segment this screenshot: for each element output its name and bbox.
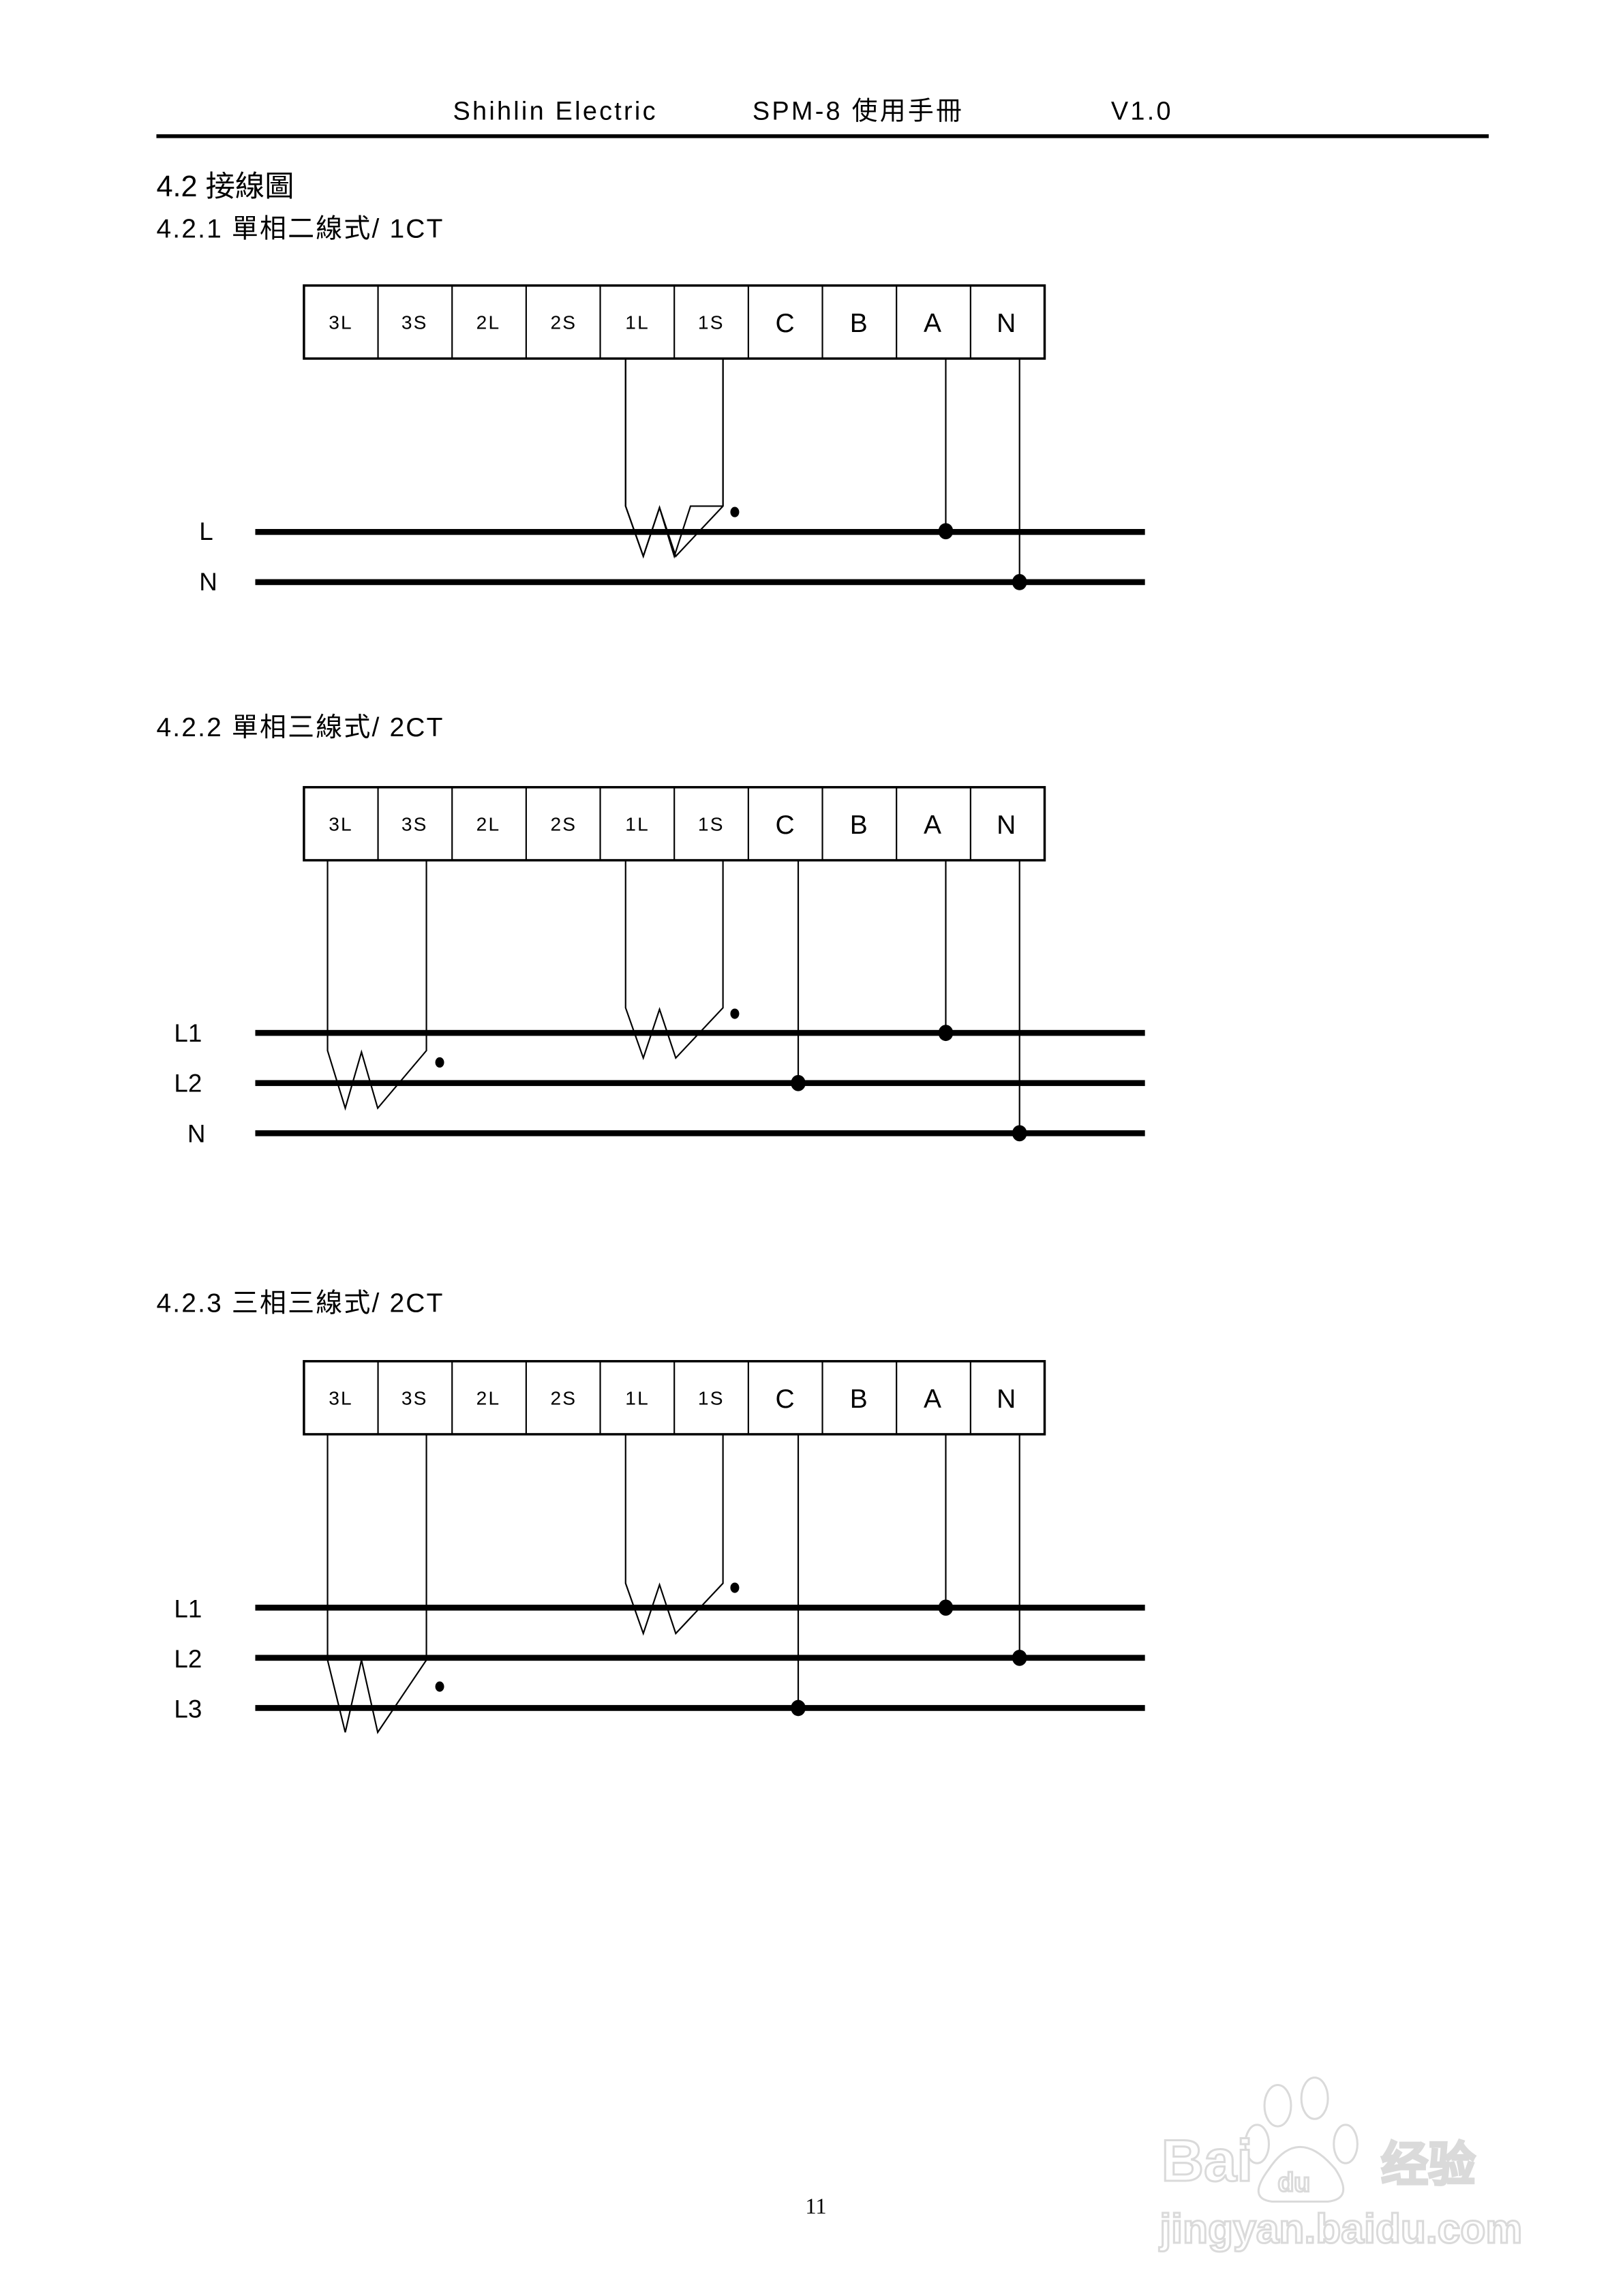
terminal-B: B: [850, 1385, 868, 1414]
ct3-coil-icon: [327, 860, 427, 1111]
bus-line-L: [255, 528, 1145, 535]
section-title: 4.2 接線圖: [156, 170, 294, 203]
terminal-A: A: [924, 309, 941, 338]
terminal-1L: 1L: [625, 1388, 650, 1409]
terminal-1S: 1S: [698, 1388, 725, 1409]
page-number: 11: [805, 2194, 826, 2219]
line-label-N: N: [187, 1119, 206, 1147]
bus-line-L3: [255, 1705, 1145, 1711]
terminal-3L: 3L: [329, 312, 353, 333]
polarity-dot-icon: [435, 1057, 444, 1068]
paw-icon: [1244, 2076, 1359, 2203]
terminal-3L: 3L: [329, 1388, 353, 1409]
header-rule: [156, 134, 1489, 138]
terminal-B: B: [850, 309, 868, 338]
page-header: Shihlin Electric SPM-8 使用手冊 V1.0: [156, 97, 1489, 138]
terminal-N: N: [997, 1385, 1016, 1414]
header-company: Shihlin Electric: [453, 97, 658, 125]
terminal-1S: 1S: [698, 312, 725, 333]
diagram-single-phase-3-wire: 4.2.2 單相三線式/ 2CT 3L 3S 2L 2S 1L 1S C B A…: [156, 713, 1145, 1147]
bus-line-L2: [255, 1080, 1145, 1087]
terminal-C: C: [775, 1385, 794, 1414]
watermark-brand: Bai: [1161, 2128, 1253, 2194]
line-label-L2: L2: [174, 1645, 202, 1673]
junction-dot-icon: [1012, 1125, 1027, 1142]
diagram-three-phase-3-wire: 4.2.3 三相三線式/ 2CT 3L 3S 2L 2S 1L 1S C B A…: [156, 1288, 1145, 1734]
line-label-L2: L2: [174, 1070, 202, 1098]
diagram-heading: 4.2.3 三相三線式/ 2CT: [156, 1288, 444, 1318]
terminal-2S: 2S: [550, 312, 577, 333]
bus-line-L2: [255, 1655, 1145, 1661]
terminal-N: N: [997, 309, 1016, 338]
current-transformer-ct1: [624, 358, 724, 559]
junction-dot-icon: [938, 1599, 954, 1616]
terminal-C: C: [775, 309, 794, 338]
ct3-coil-icon: [327, 1434, 427, 1734]
terminal-2L: 2L: [476, 1388, 501, 1409]
terminal-N: N: [997, 811, 1016, 840]
junction-dot-icon: [791, 1700, 806, 1717]
line-label-L: L: [199, 517, 213, 545]
terminal-block: 3L 3S 2L 2S 1L 1S C B A N: [303, 284, 1046, 360]
junction-dot-icon: [1012, 574, 1027, 590]
ct1-coil-icon: [624, 358, 724, 559]
header-version: V1.0: [1111, 97, 1173, 125]
polarity-dot-icon: [730, 1582, 740, 1593]
line-label-L1: L1: [174, 1019, 202, 1047]
bus-line-N: [255, 579, 1145, 586]
diagram-heading: 4.2.2 單相三線式/ 2CT: [156, 713, 444, 742]
header-document: SPM-8 使用手冊: [753, 97, 964, 125]
terminal-A: A: [924, 811, 941, 840]
polarity-dot-icon: [730, 1008, 740, 1019]
watermark-du: du: [1277, 2168, 1310, 2197]
polarity-dot-icon: [435, 1681, 444, 1692]
bus-line-N: [255, 1130, 1145, 1136]
terminal-1L: 1L: [625, 312, 650, 333]
terminal-3S: 3S: [401, 312, 428, 333]
baidu-watermark: Bai du 经验 jingyan.baidu.com: [1158, 2076, 1523, 2253]
terminal-3L: 3L: [329, 814, 353, 835]
terminal-2L: 2L: [476, 814, 501, 835]
terminal-1L: 1L: [625, 814, 650, 835]
junction-dot-icon: [938, 523, 954, 540]
terminal-2L: 2L: [476, 312, 501, 333]
junction-dot-icon: [1012, 1649, 1027, 1666]
terminal-3S: 3S: [401, 1388, 428, 1409]
terminal-block: 3L 3S 2L 2S 1L 1S C B A N: [303, 786, 1046, 862]
line-label-N: N: [199, 568, 217, 596]
junction-dot-icon: [791, 1074, 806, 1091]
terminal-2S: 2S: [550, 814, 577, 835]
diagram-heading: 4.2.1 單相二線式/ 1CT: [156, 214, 444, 243]
watermark-url: jingyan.baidu.com: [1159, 2205, 1522, 2252]
terminal-block: 3L 3S 2L 2S 1L 1S C B A N: [303, 1360, 1046, 1436]
terminal-C: C: [775, 811, 794, 840]
terminal-3S: 3S: [401, 814, 428, 835]
terminal-1S: 1S: [698, 814, 725, 835]
diagram-single-phase-2-wire: 4.2.1 單相二線式/ 1CT 3L 3S 2L 2S 1L 1S C B A…: [156, 214, 1145, 596]
polarity-dot-icon: [730, 507, 740, 517]
terminal-B: B: [850, 811, 868, 840]
terminal-2S: 2S: [550, 1388, 577, 1409]
terminal-A: A: [924, 1385, 941, 1414]
line-label-L1: L1: [174, 1595, 202, 1622]
junction-dot-icon: [938, 1025, 954, 1042]
watermark-jingyan: 经验: [1381, 2138, 1476, 2191]
ct1-coil-icon: [624, 1434, 724, 1636]
ct1-coil-icon: [624, 860, 724, 1061]
line-label-L3: L3: [174, 1695, 202, 1723]
